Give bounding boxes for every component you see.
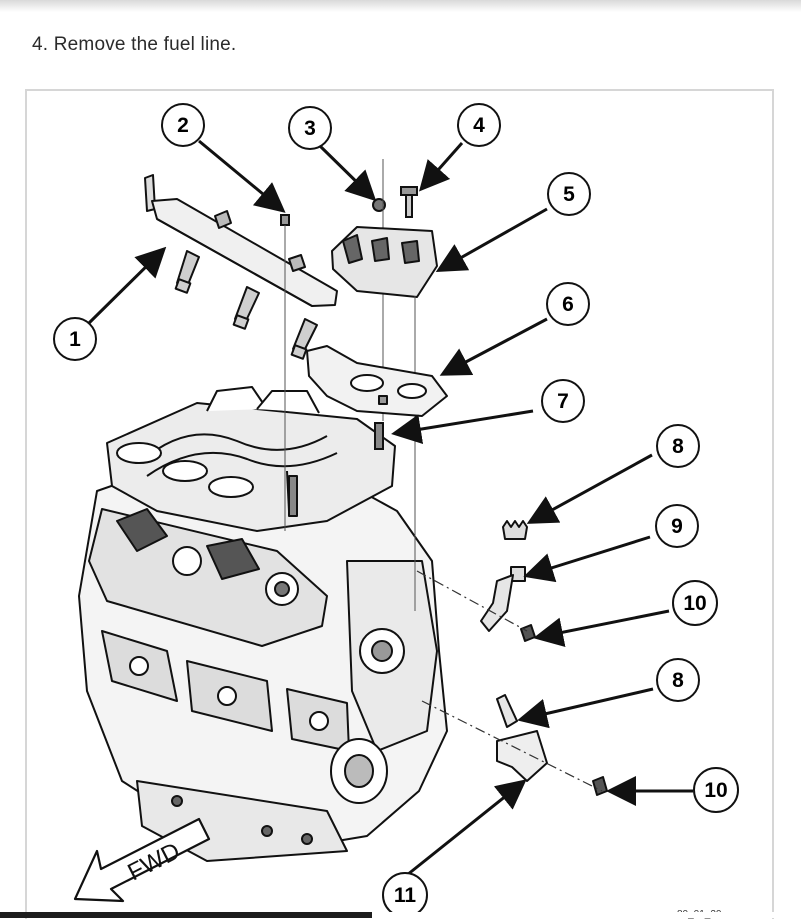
bolt-part-4: [400, 186, 418, 218]
svg-text:4: 4: [473, 114, 485, 137]
svg-text:8: 8: [672, 435, 684, 458]
callout-8-upper: 8: [656, 424, 700, 468]
sensor-group-upper: [480, 520, 536, 642]
callout-8-lower: 8: [656, 658, 700, 702]
cover-part-5: [331, 226, 438, 611]
engine-exploded-diagram: FWD 1 2 3: [25, 89, 774, 919]
svg-text:5: 5: [563, 183, 575, 206]
svg-text:8: 8: [672, 669, 684, 692]
callout-6: 6: [546, 282, 590, 326]
callout-3: 3: [288, 106, 332, 150]
callout-10-upper: 10: [672, 580, 718, 626]
svg-text:10: 10: [704, 779, 727, 802]
assembly-centerlines: [416, 570, 603, 792]
svg-text:10: 10: [683, 592, 706, 615]
diagram-canvas: FWD 1 2 3: [53, 103, 739, 919]
leader-lines: [87, 139, 693, 877]
step-instruction: 4. Remove the fuel line.: [32, 34, 237, 55]
gasket-plate-part-6: [306, 345, 448, 417]
callout-9: 9: [655, 504, 699, 548]
engine-block: [78, 386, 448, 862]
svg-text:7: 7: [557, 390, 569, 413]
callout-10-lower: 10: [693, 767, 739, 813]
callout-4: 4: [457, 103, 501, 147]
callout-7: 7: [541, 379, 585, 423]
svg-text:2: 2: [177, 114, 189, 137]
rail-bolt-part-2: [280, 214, 290, 531]
bottom-bar-light: [372, 912, 801, 918]
svg-text:6: 6: [562, 293, 574, 316]
svg-text:1: 1: [69, 328, 81, 351]
bottom-bar-dark: [0, 912, 372, 918]
fwd-arrow: FWD: [73, 817, 211, 903]
bracket-group-lower: [496, 694, 608, 796]
callout-2: 2: [161, 103, 205, 147]
callout-1: 1: [53, 317, 97, 361]
svg-text:3: 3: [304, 117, 316, 140]
pin-part-7: [374, 422, 384, 450]
callout-5: 5: [547, 172, 591, 216]
svg-text:11: 11: [394, 884, 417, 907]
svg-text:9: 9: [671, 515, 683, 538]
callout-11: 11: [382, 872, 428, 918]
top-shadow: [0, 0, 801, 12]
fuel-rail-part-1: [144, 174, 338, 360]
